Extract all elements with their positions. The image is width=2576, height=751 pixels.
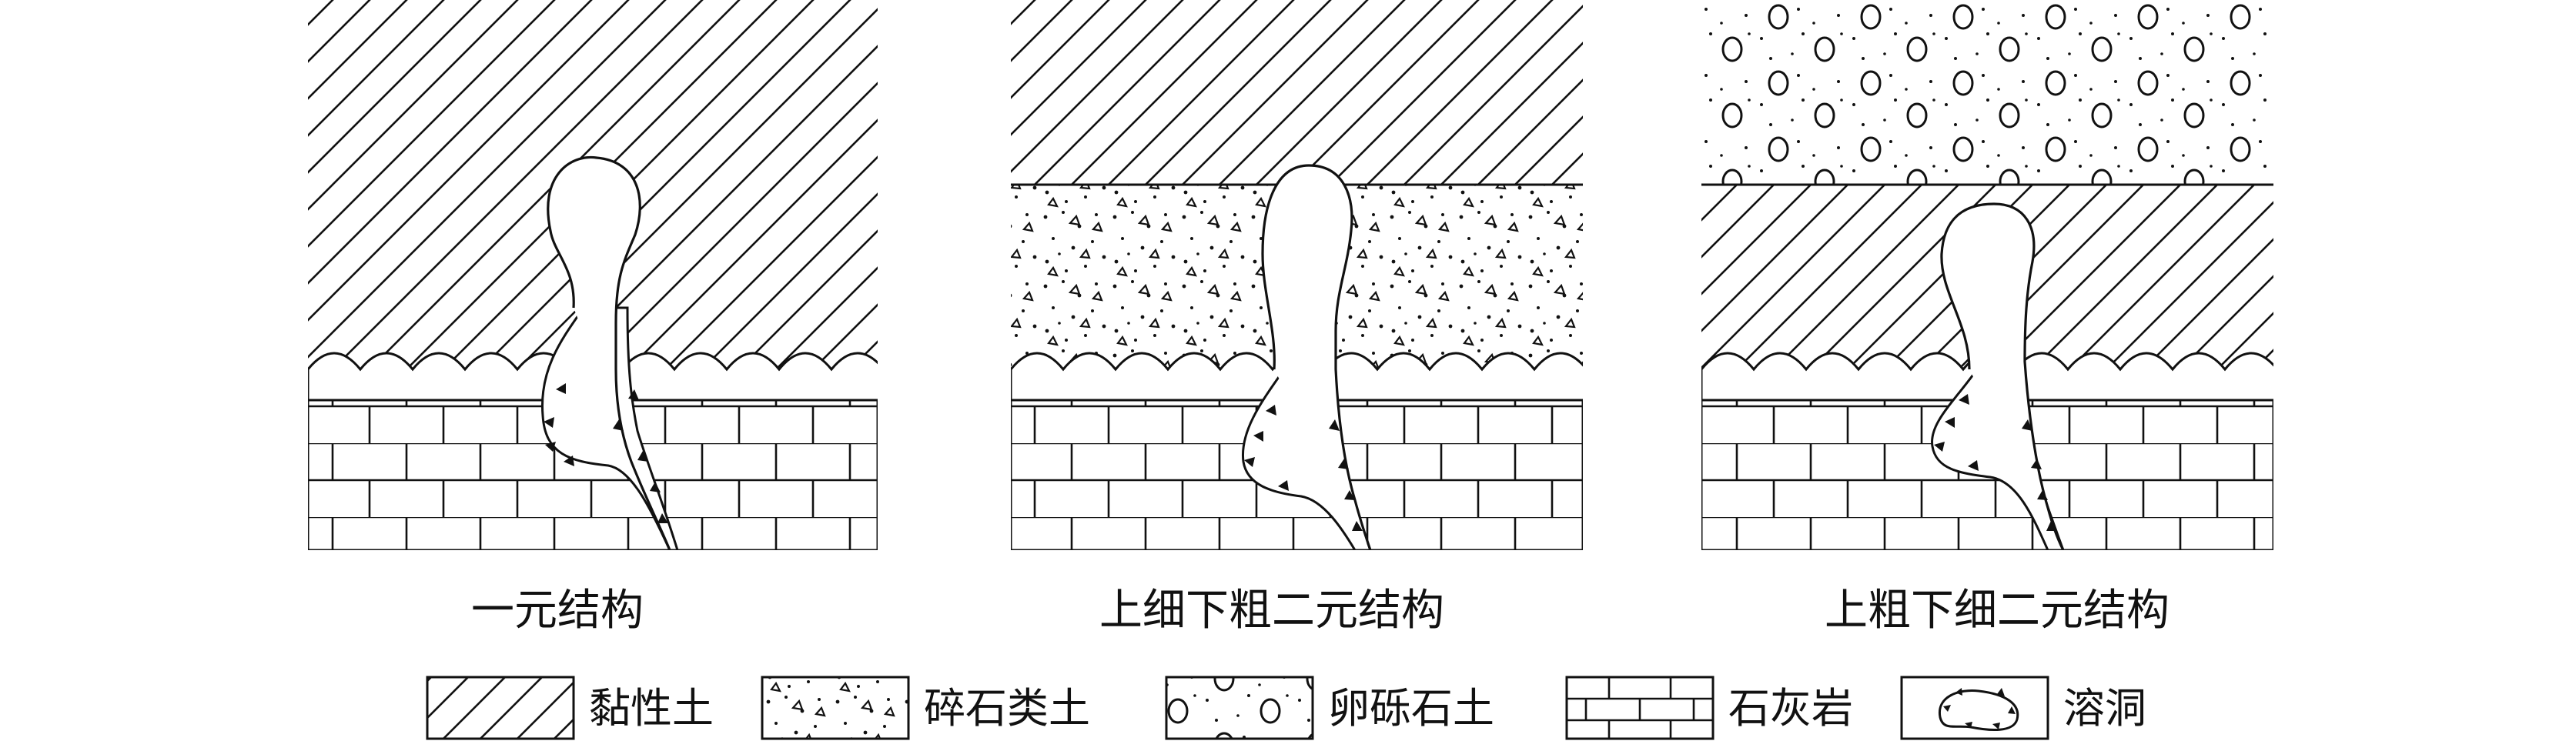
cave-wall-ticks bbox=[544, 383, 668, 523]
cave-shaft bbox=[547, 155, 671, 550]
legend-label-limestone: 石灰岩 bbox=[1728, 684, 1853, 733]
diagram-caption-fine-over-coarse: 上细下粗二元结构 bbox=[1099, 586, 1444, 636]
cave-wall-ticks bbox=[1934, 394, 2057, 531]
legend-label-cobble: 卵砾石土 bbox=[1328, 684, 1494, 733]
legend-swatch-cobble bbox=[1165, 676, 1314, 740]
diagram-caption-coarse-over-fine: 上粗下细二元结构 bbox=[1825, 586, 2170, 636]
diagram-fine-over-coarse bbox=[1011, 0, 1583, 550]
diagram-coarse-over-fine bbox=[1701, 0, 2273, 550]
diagram-caption-single: 一元结构 bbox=[471, 586, 644, 636]
cave-wall-ticks bbox=[1244, 405, 1363, 531]
cave-shaft bbox=[1261, 164, 1372, 550]
legend-label-clay: 黏性土 bbox=[589, 684, 714, 733]
legend bbox=[426, 676, 2049, 740]
legend-swatch-gravel bbox=[761, 676, 910, 740]
legend-swatch-limestone bbox=[1565, 676, 1715, 740]
legend-label-cave: 溶洞 bbox=[2063, 684, 2146, 733]
legend-swatch-clay bbox=[426, 676, 575, 740]
cobble-layer bbox=[1701, 0, 2273, 185]
clay-layer bbox=[1011, 0, 1583, 185]
legend-swatch-cave bbox=[1900, 676, 2049, 740]
cave-shaft bbox=[1940, 202, 2065, 550]
diagram-single-layer bbox=[308, 0, 878, 550]
legend-label-gravel: 碎石类土 bbox=[924, 684, 1090, 733]
